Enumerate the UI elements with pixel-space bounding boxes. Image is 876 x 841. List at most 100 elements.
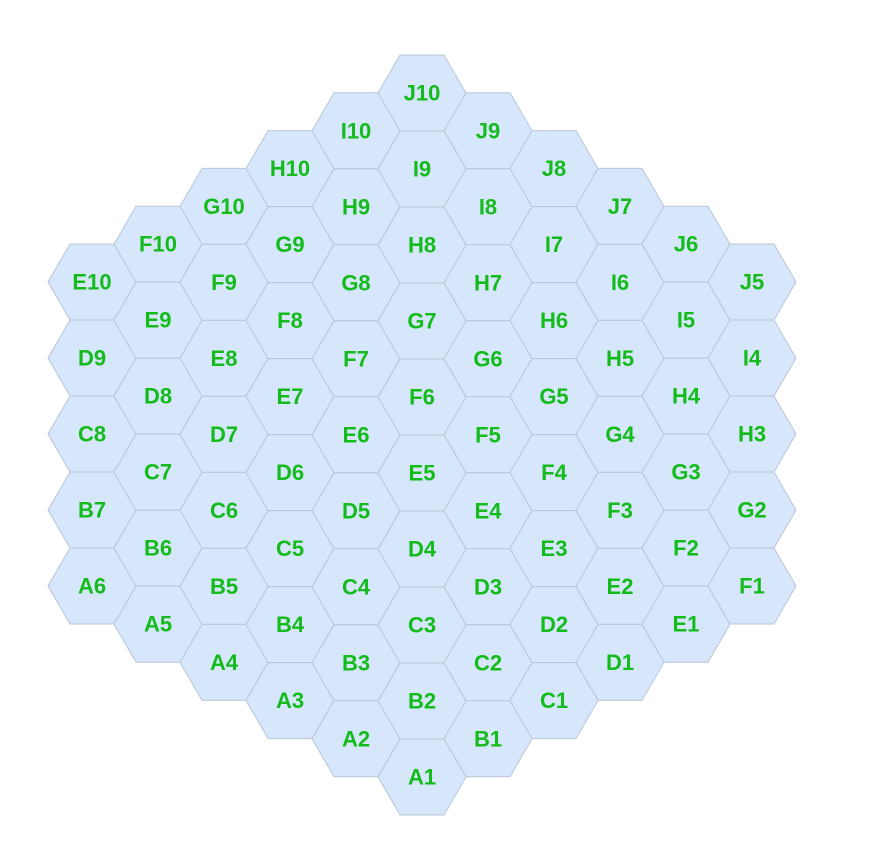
hex-cell-b7[interactable]: B7 xyxy=(47,471,137,549)
hex-label: I4 xyxy=(743,346,762,371)
hex-label: F10 xyxy=(139,232,177,257)
hex-label: A1 xyxy=(408,765,436,790)
hex-shape xyxy=(707,547,797,625)
hex-cell-c2[interactable]: C2 xyxy=(443,624,533,702)
hex-label: B7 xyxy=(78,498,106,523)
hex-cell-b6[interactable]: B6 xyxy=(113,509,203,587)
hex-cell-f2[interactable]: F2 xyxy=(641,509,731,587)
hex-label: G9 xyxy=(275,232,304,257)
hex-label: D1 xyxy=(606,650,634,675)
hex-label: I9 xyxy=(413,157,431,182)
hex-cell-e10[interactable]: E10 xyxy=(47,243,137,321)
hex-label: J5 xyxy=(740,270,764,295)
hex-cell-h9[interactable]: H9 xyxy=(311,168,401,246)
hex-cell-i4[interactable]: I4 xyxy=(707,319,797,397)
hex-label: G5 xyxy=(539,384,568,409)
hex-label: D5 xyxy=(342,498,370,523)
hex-label: F7 xyxy=(343,346,369,371)
hex-label: I6 xyxy=(611,270,629,295)
hex-label: A5 xyxy=(144,612,172,637)
hex-label: D2 xyxy=(540,612,568,637)
hex-label: H8 xyxy=(408,233,436,258)
hex-label: A6 xyxy=(78,574,106,599)
hex-label: B6 xyxy=(144,536,172,561)
hex-label: G6 xyxy=(473,346,502,371)
hex-label: F2 xyxy=(673,536,699,561)
hex-label: G3 xyxy=(671,460,700,485)
hex-cell-g6[interactable]: G6 xyxy=(443,320,533,398)
hex-label: C8 xyxy=(78,422,106,447)
hex-cell-e5[interactable]: E5 xyxy=(377,434,467,512)
hex-cell-h8[interactable]: H8 xyxy=(377,206,467,284)
hex-label: D8 xyxy=(144,384,172,409)
hex-label: A3 xyxy=(276,688,304,713)
hex-label: B4 xyxy=(276,612,305,637)
hex-label: I8 xyxy=(479,194,497,219)
hex-label: G7 xyxy=(407,309,436,334)
hex-cell-a4[interactable]: A4 xyxy=(179,623,269,701)
hex-cell-b1[interactable]: B1 xyxy=(443,700,533,778)
hex-cell-d7[interactable]: D7 xyxy=(179,395,269,473)
hex-cell-f7[interactable]: F7 xyxy=(311,320,401,398)
hex-label: J10 xyxy=(404,81,441,106)
hex-cell-j5[interactable]: J5 xyxy=(707,243,797,321)
hex-label: H9 xyxy=(342,194,370,219)
hex-label: H6 xyxy=(540,308,568,333)
hex-label: E9 xyxy=(145,308,172,333)
hex-label: J6 xyxy=(674,232,698,257)
hex-cell-h5[interactable]: H5 xyxy=(575,319,665,397)
hex-cell-h7[interactable]: H7 xyxy=(443,244,533,322)
hex-label: B1 xyxy=(474,726,502,751)
hex-cell-e6[interactable]: E6 xyxy=(311,396,401,474)
hex-cell-e8[interactable]: E8 xyxy=(179,319,269,397)
hex-cell-e2[interactable]: E2 xyxy=(575,547,665,625)
hex-label: H5 xyxy=(606,346,634,371)
hex-label: C1 xyxy=(540,688,568,713)
hex-cell-b5[interactable]: B5 xyxy=(179,547,269,625)
hex-label: B3 xyxy=(342,650,370,675)
hex-label: I5 xyxy=(677,308,695,333)
hex-cell-g9[interactable]: G9 xyxy=(245,206,335,284)
hex-cell-j10[interactable]: J10 xyxy=(377,54,467,132)
hex-cell-c4[interactable]: C4 xyxy=(311,548,401,626)
hex-cell-c1[interactable]: C1 xyxy=(509,662,599,740)
hex-label: E4 xyxy=(475,498,503,523)
hex-cell-a1[interactable]: A1 xyxy=(377,738,467,816)
hex-label: D4 xyxy=(408,537,437,562)
hex-cell-a5[interactable]: A5 xyxy=(113,585,203,663)
hex-cell-f1[interactable]: F1 xyxy=(707,547,797,625)
hex-label: C4 xyxy=(342,574,371,599)
hex-cell-b2[interactable]: B2 xyxy=(377,662,467,740)
hex-label: E6 xyxy=(343,422,370,447)
hex-cell-g7[interactable]: G7 xyxy=(377,282,467,360)
hex-cell-i6[interactable]: I6 xyxy=(575,243,665,321)
hex-cell-d4[interactable]: D4 xyxy=(377,510,467,588)
hex-label: E7 xyxy=(277,384,304,409)
hex-label: F5 xyxy=(475,422,501,447)
hex-cell-f3[interactable]: F3 xyxy=(575,471,665,549)
hex-cell-a2[interactable]: A2 xyxy=(311,700,401,778)
hex-cell-e1[interactable]: E1 xyxy=(641,585,731,663)
hex-label: C7 xyxy=(144,460,172,485)
hex-label: A4 xyxy=(210,650,239,675)
hex-label: I7 xyxy=(545,232,563,257)
hex-label: B2 xyxy=(408,689,436,714)
hex-cell-b3[interactable]: B3 xyxy=(311,624,401,702)
hex-cell-d8[interactable]: D8 xyxy=(113,357,203,435)
hex-cell-c3[interactable]: C3 xyxy=(377,586,467,664)
hex-label: G8 xyxy=(341,270,370,295)
hex-cell-a3[interactable]: A3 xyxy=(245,662,335,740)
hex-label: E5 xyxy=(409,461,436,486)
hex-label: F4 xyxy=(541,460,567,485)
hex-cell-g5[interactable]: G5 xyxy=(509,358,599,436)
hex-label: D9 xyxy=(78,346,106,371)
hex-label: C2 xyxy=(474,650,502,675)
hex-cell-h4[interactable]: H4 xyxy=(641,357,731,435)
hex-cell-d9[interactable]: D9 xyxy=(47,319,137,397)
hex-label: J8 xyxy=(542,156,566,181)
hex-cell-e4[interactable]: E4 xyxy=(443,472,533,550)
hex-label: H3 xyxy=(738,422,766,447)
hex-label: B5 xyxy=(210,574,238,599)
hex-cell-g2[interactable]: G2 xyxy=(707,471,797,549)
